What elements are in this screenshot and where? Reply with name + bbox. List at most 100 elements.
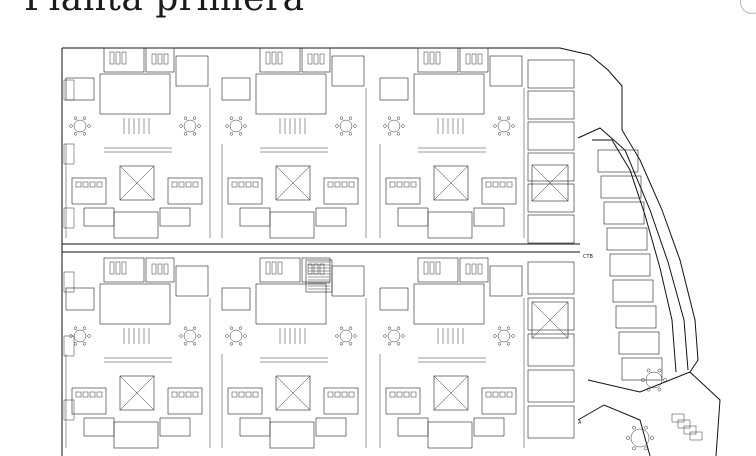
counter	[245, 181, 252, 188]
counter	[245, 391, 252, 398]
chair	[82, 326, 87, 330]
balcony	[63, 271, 75, 293]
fixture	[471, 53, 477, 65]
fixture	[465, 53, 471, 65]
table	[339, 329, 353, 343]
chair	[73, 116, 78, 120]
shaft-cross	[275, 165, 311, 201]
chair	[657, 368, 662, 373]
room	[65, 287, 95, 311]
chair	[353, 334, 357, 338]
table	[73, 119, 87, 133]
balcony	[63, 143, 75, 165]
fixture	[163, 53, 169, 65]
room	[331, 265, 365, 297]
chair	[497, 342, 502, 346]
chair	[644, 446, 648, 451]
chair	[650, 436, 654, 440]
chair	[646, 387, 651, 392]
chair	[243, 334, 247, 338]
shaft	[119, 165, 155, 201]
counter	[252, 181, 259, 188]
balcony	[63, 79, 75, 101]
room	[397, 417, 429, 437]
wing-room	[606, 227, 648, 251]
room	[269, 211, 315, 239]
chair	[632, 446, 636, 451]
chair	[387, 326, 392, 330]
room	[323, 177, 359, 205]
chair	[179, 334, 183, 338]
counter	[171, 391, 178, 398]
counter	[238, 391, 245, 398]
counter	[410, 391, 417, 398]
chair	[225, 334, 229, 338]
side-room	[527, 333, 575, 367]
chair	[82, 342, 87, 346]
balcony	[63, 335, 75, 357]
room	[71, 387, 107, 415]
wing-room	[621, 357, 663, 381]
fixture	[435, 261, 441, 275]
apartment-blocks	[65, 47, 663, 449]
room	[255, 283, 327, 325]
counter	[389, 181, 396, 188]
chair	[506, 116, 511, 120]
room	[473, 417, 505, 437]
chair	[396, 132, 401, 136]
room	[379, 287, 409, 311]
chair	[641, 378, 645, 382]
fixture	[121, 261, 127, 275]
chair	[225, 124, 229, 128]
chair	[192, 116, 197, 120]
shaft	[433, 165, 469, 201]
counter	[96, 391, 103, 398]
fixture	[271, 261, 277, 275]
shaft	[531, 301, 569, 339]
counter	[192, 181, 199, 188]
counter	[185, 181, 192, 188]
chair	[335, 124, 339, 128]
table	[645, 371, 663, 389]
room	[175, 55, 209, 87]
room	[473, 207, 505, 227]
counter	[348, 391, 355, 398]
shaft	[531, 164, 569, 202]
room	[385, 177, 421, 205]
chair	[183, 326, 188, 330]
counter	[89, 391, 96, 398]
chair	[663, 378, 667, 382]
counter	[238, 181, 245, 188]
room	[379, 77, 409, 101]
shaft	[433, 375, 469, 411]
wing-room	[612, 279, 654, 303]
room	[103, 47, 145, 73]
counter	[82, 181, 89, 188]
fixture	[423, 51, 429, 65]
chair	[383, 124, 387, 128]
wing-room	[609, 253, 651, 277]
fixture	[115, 261, 121, 275]
fixture	[465, 263, 471, 275]
table	[183, 119, 197, 133]
shaft	[275, 165, 311, 201]
room	[315, 417, 347, 437]
fixture	[121, 51, 127, 65]
zoom-control[interactable]	[740, 0, 756, 14]
shaft	[119, 375, 155, 411]
chair	[73, 342, 78, 346]
chair	[197, 124, 201, 128]
room	[489, 265, 523, 297]
room	[459, 257, 489, 283]
fixture	[313, 53, 319, 65]
chair	[348, 116, 353, 120]
counter	[327, 181, 334, 188]
chair	[497, 116, 502, 120]
plan-title: Planta primera	[24, 0, 305, 19]
room	[255, 73, 327, 115]
chair	[183, 342, 188, 346]
shaft-cross	[531, 164, 569, 202]
counter	[485, 181, 492, 188]
chair	[383, 334, 387, 338]
fixture	[307, 263, 313, 275]
